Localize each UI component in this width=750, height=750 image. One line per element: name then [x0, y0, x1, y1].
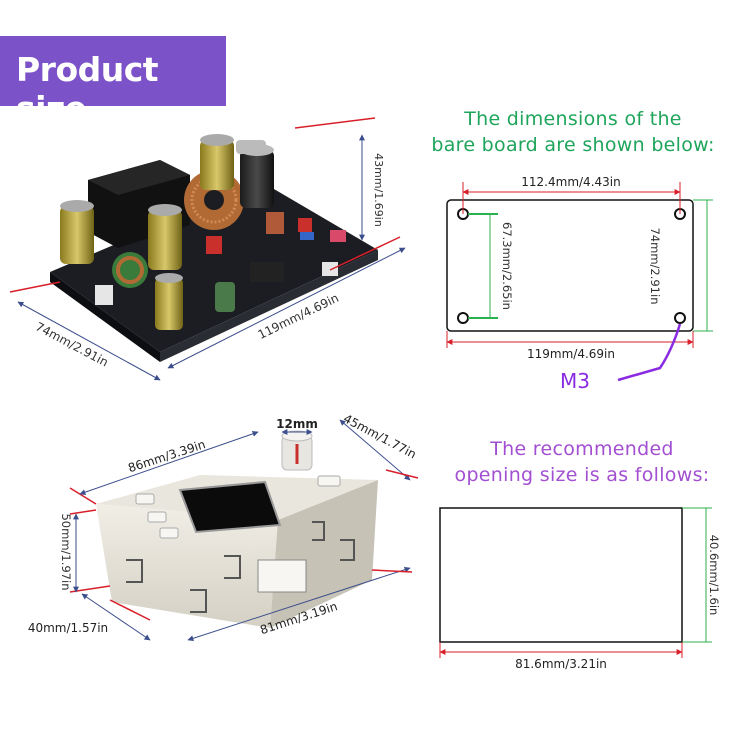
opening-height-label: 40.6mm/1.6in [707, 535, 721, 616]
knob-label: 12mm [276, 417, 318, 431]
bare-board-heading-line-1: The dimensions of the [464, 108, 682, 130]
panel-top-length-label: 86mm/3.39in [126, 437, 207, 475]
terminal-label [257, 559, 307, 593]
panel-button-1 [135, 493, 155, 505]
mount-hole-bottom-right [674, 312, 686, 324]
bare-board-heading-line-2: bare board are shown below: [431, 134, 715, 156]
opening-heading: The recommended opening size is as follo… [432, 436, 732, 488]
title-text: Product size [16, 50, 159, 128]
opening-diagram: 40.6mm/1.6in 81.6mm/3.21in [439, 507, 721, 671]
opening-heading-line-2: opening size is as follows: [454, 464, 710, 486]
panel-button-4 [317, 475, 341, 487]
panel-button-2 [147, 511, 167, 523]
m3-callout-line [617, 323, 682, 382]
bare-board-heading: The dimensions of the bare board are sho… [418, 106, 728, 158]
panel-height-label: 50mm/1.97in [59, 513, 73, 590]
panel-front-height-label: 40mm/1.57in [28, 621, 108, 635]
lcd-screen [178, 480, 282, 534]
title-banner: Product size [0, 36, 226, 128]
pcb-height-label: 43mm/1.69in [372, 153, 385, 227]
board-width-label: 119mm/4.69in [527, 347, 615, 361]
m3-label: M3 [560, 369, 590, 393]
side-clip [126, 559, 143, 583]
pcb-board-illustration [50, 134, 378, 362]
hole-spacing-x-label: 112.4mm/4.43in [521, 175, 620, 189]
bare-board-diagram: 112.4mm/4.43in 67.3mm/2.65in 74mm/2.91in… [446, 175, 713, 393]
hole-spacing-y-label: 67.3mm/2.65in [500, 222, 514, 310]
opening-width-label: 81.6mm/3.21in [515, 657, 607, 671]
board-height-label: 74mm/2.91in [648, 227, 662, 304]
opening-outline [439, 507, 683, 643]
panel-button-3 [159, 527, 179, 539]
opening-heading-line-1: The recommended [490, 438, 674, 460]
pcb-depth-label: 74mm/2.91in [33, 319, 111, 369]
bare-board-outline [446, 199, 694, 332]
